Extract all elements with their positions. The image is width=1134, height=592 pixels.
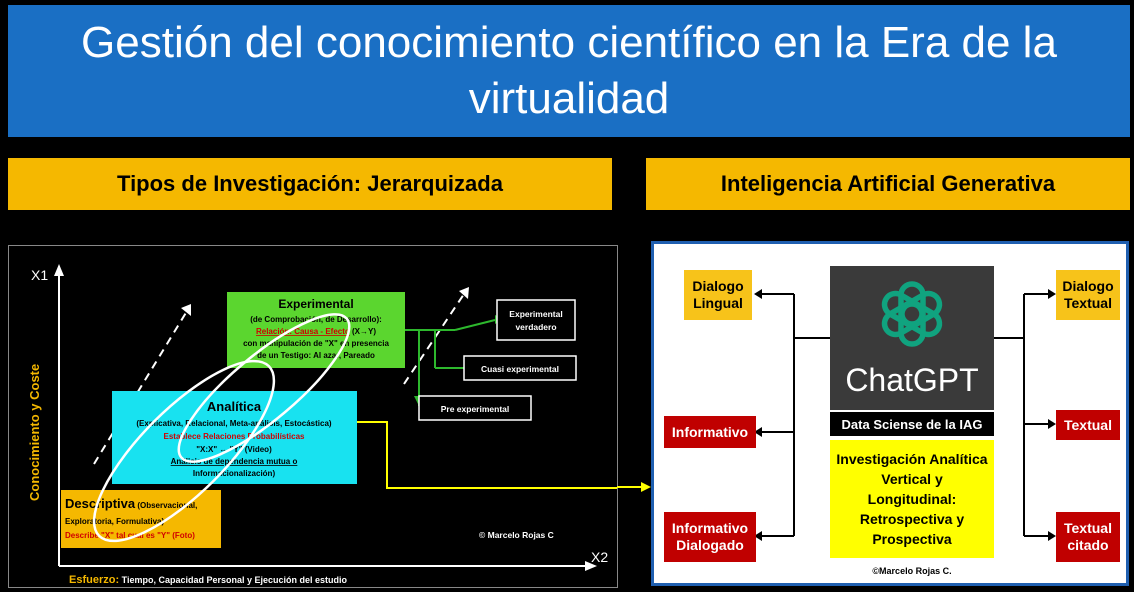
- trend-arrow-2: [403, 293, 465, 385]
- x-axis-label: Esfuerzo: Tiempo, Capacidad Personal y E…: [69, 574, 348, 586]
- box-informativo-dialogado: Informativo Dialogado: [664, 512, 756, 562]
- trend-arrow-2-head: [459, 287, 469, 299]
- center-text-box: Investigación Analítica Vertical y Longi…: [830, 440, 994, 558]
- outcome-cuasi: Cuasi experimental: [481, 364, 559, 374]
- y-axis-arrowhead: [54, 264, 64, 276]
- openai-logo-icon: [881, 281, 943, 347]
- trend-arrow-1-head: [181, 304, 191, 316]
- analitica-title: Analítica: [207, 399, 262, 414]
- descriptiva-title: Descriptiva (Observacional,: [65, 496, 197, 511]
- y-axis-mark: X1: [31, 267, 48, 283]
- box-dialogo-textual: Dialogo Textual: [1056, 270, 1120, 320]
- page-title: Gestión del conocimiento científico en l…: [81, 18, 1057, 123]
- outcome-pre: Pre experimental: [441, 404, 510, 414]
- outcome-verdadero-l2: verdadero: [515, 322, 556, 332]
- experimental-line2: Relación: Causa - Efecto (X→Y): [256, 327, 376, 336]
- ellipse-descriptiva-analitica: [92, 359, 276, 543]
- left-section-header: Tipos de Investigación: Jerarquizada: [8, 158, 612, 210]
- right-credit: ©Marcelo Rojas C.: [872, 566, 952, 576]
- ellipse-analitica-experimental: [177, 313, 351, 463]
- experimental-title: Experimental: [278, 297, 353, 311]
- chatgpt-logo-block: ChatGPT: [830, 266, 994, 410]
- title-banner: Gestión del conocimiento científico en l…: [8, 5, 1130, 137]
- right-section-header: Inteligencia Artificial Generativa: [646, 158, 1130, 210]
- outcome-box-cuasi: [463, 355, 577, 381]
- chatgpt-logo-text: ChatGPT: [845, 362, 979, 398]
- left-credit: © Marcelo Rojas C: [479, 530, 554, 540]
- x-axis-arrowhead: [585, 561, 597, 571]
- analitica-box: [112, 391, 357, 484]
- box-textual: Textual: [1056, 410, 1120, 440]
- analitica-line4: Análisis de dependencia mutua o: [171, 457, 298, 466]
- outcome-box-verdadero: [496, 299, 576, 341]
- outcome-verdadero-l1: Experimental: [509, 309, 562, 319]
- box-dialogo-lingual: Dialogo Lingual: [684, 270, 752, 320]
- y-axis-label: Conocimiento y Coste: [27, 364, 42, 501]
- outcome-box-pre: [418, 395, 532, 421]
- box-informativo: Informativo: [664, 416, 756, 448]
- ia-generativa-diagram: Dialogo Lingual Informativo Informativo …: [651, 241, 1129, 586]
- center-label: Data Sciense de la IAG: [830, 412, 994, 436]
- analitica-line3: "X:X" ↔ "Y" (Video): [196, 445, 272, 454]
- box-textual-citado: Textual citado: [1056, 512, 1120, 562]
- descriptiva-line3: Describe "X" tal cual es "Y" (Foto): [65, 531, 195, 540]
- link-to-ia-arrowhead: [617, 482, 651, 492]
- analitica-line1: (Explicativa, Relacional, Meta-análisis,…: [136, 419, 332, 428]
- trend-arrow-1: [93, 310, 188, 465]
- research-types-diagram: X1 X2 Conocimiento y Coste Esfuerzo: Tie…: [8, 245, 618, 588]
- experimental-line3: con manipulación de "X" en presencia: [243, 339, 389, 348]
- descriptiva-line2: Exploratoria, Formulativa): [65, 517, 164, 526]
- experimental-line4: de un Testigo: Al azar, Pareado: [257, 351, 375, 360]
- x-axis-mark: X2: [591, 549, 608, 565]
- ia-connectors: [754, 289, 1056, 541]
- link-to-ia-connector: [357, 421, 617, 489]
- analitica-line2: Establece Relaciones Probabilísticas: [164, 432, 306, 441]
- research-types-canvas: X1 X2 Conocimiento y Coste Esfuerzo: Tie…: [27, 264, 617, 586]
- experimental-box: [227, 292, 405, 368]
- analitica-line5: Informacionalización): [193, 469, 276, 478]
